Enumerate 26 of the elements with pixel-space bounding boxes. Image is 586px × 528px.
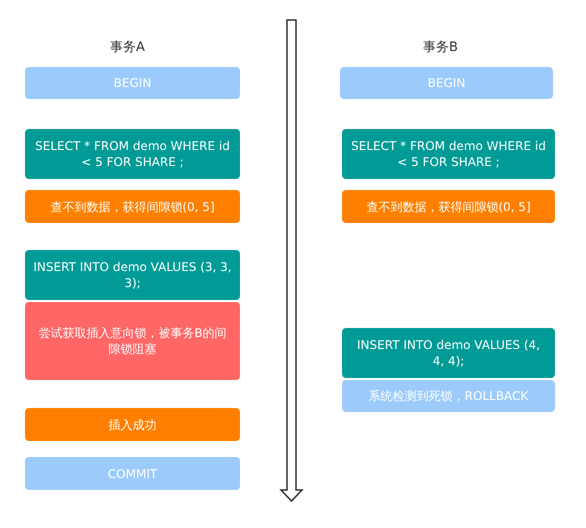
result-box: [25, 190, 240, 223]
node-text: BEGIN: [114, 75, 152, 91]
node-text: 系统检测到死锁，ROLLBACK: [368, 388, 528, 404]
node-text: INSERT INTO demo VALUES (3, 3, 3);: [33, 259, 232, 291]
statement-box: [25, 250, 240, 300]
column-header: 事务B: [423, 39, 458, 56]
statement-box: [340, 67, 553, 99]
node-text: BEGIN: [428, 75, 466, 91]
node-text: SELECT * FROM demo WHERE id < 5 FOR SHARE ;: [34, 138, 231, 170]
node-text: COMMIT: [108, 466, 158, 482]
result-box: [25, 408, 240, 441]
result-box: [342, 190, 555, 223]
statement-box: [342, 328, 555, 378]
node-text: SELECT * FROM demo WHERE id < 5 FOR SHARE ;: [350, 138, 547, 170]
blocked-box: [25, 302, 240, 380]
statement-box: [25, 457, 240, 490]
node-text: INSERT INTO demo VALUES (4, 4, 4);: [356, 337, 541, 369]
node-text: 尝试获取插入意向锁，被事务B的间隙锁阻塞: [37, 325, 228, 357]
statement-box: [342, 129, 555, 179]
statement-box: [25, 67, 240, 99]
statement-box: [25, 129, 240, 179]
node-text: 查不到数据，获得间隙锁(0, 5]: [50, 198, 215, 214]
node-text: 插入成功: [108, 416, 156, 432]
node-text: 查不到数据，获得间隙锁(0, 5]: [366, 198, 531, 214]
result-box: [342, 380, 555, 412]
column-header: 事务A: [110, 39, 145, 56]
